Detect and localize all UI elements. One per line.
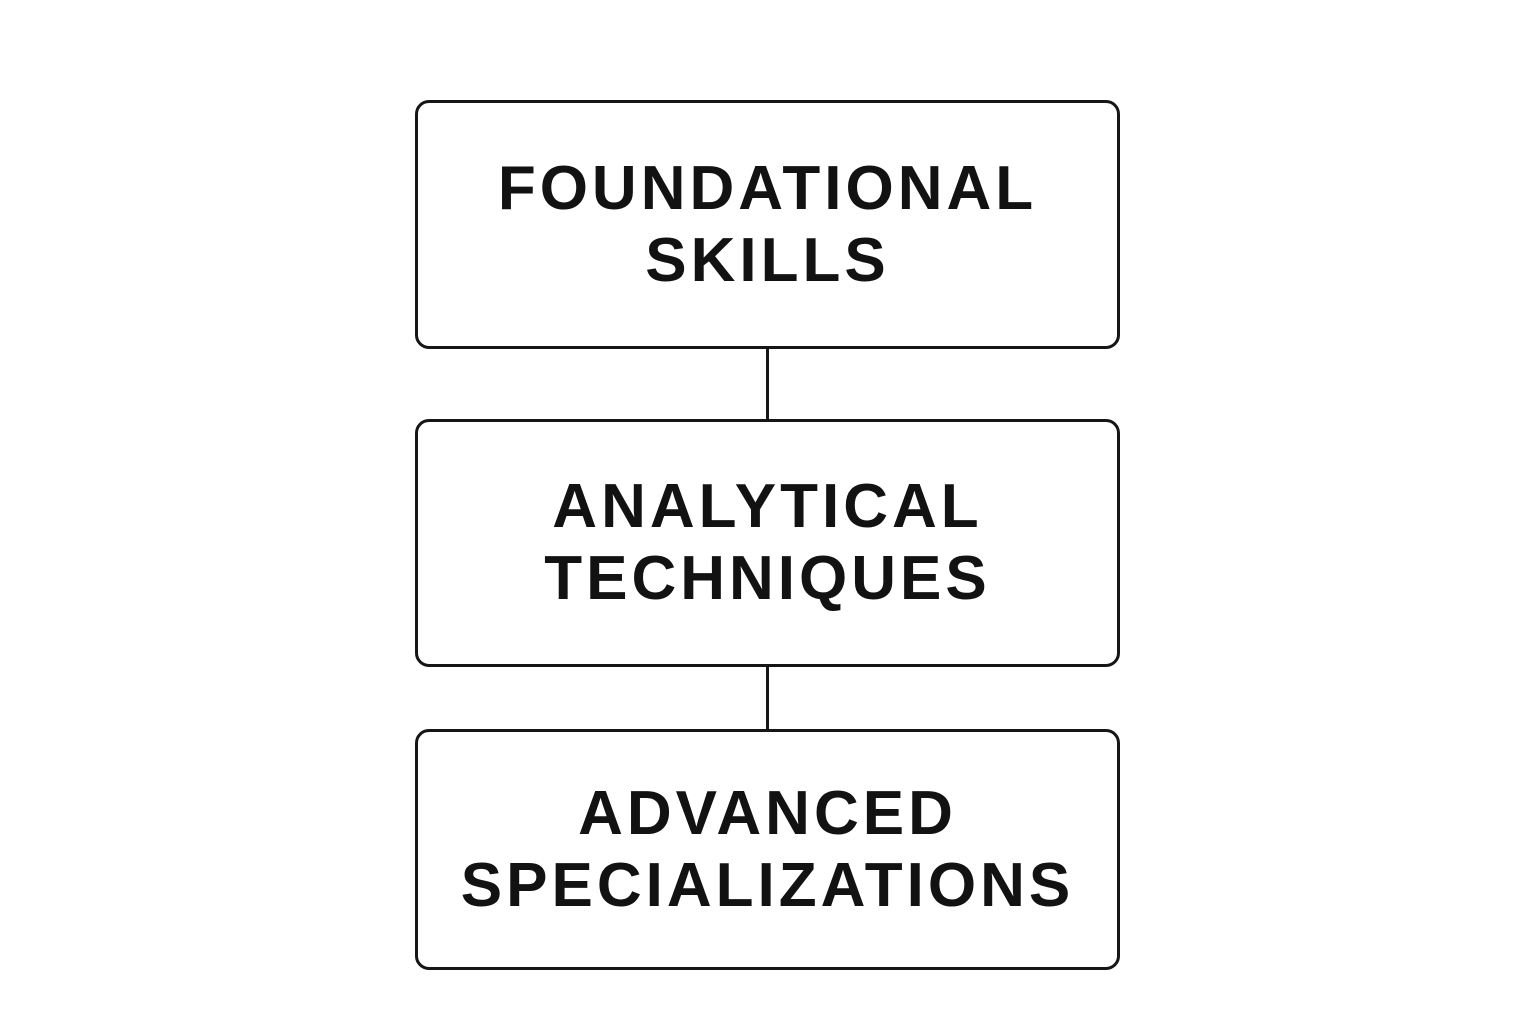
node-label-line: SPECIALIZATIONS: [460, 850, 1075, 920]
node-label-line: ADVANCED: [578, 778, 957, 848]
node-label-line: TECHNIQUES: [544, 544, 991, 613]
node-label-line: FOUNDATIONAL: [497, 153, 1038, 223]
connector-line: [766, 667, 769, 729]
connector-line: [766, 349, 769, 419]
node-label-line: ANALYTICAL: [552, 472, 983, 541]
node-label-line: SKILLS: [645, 225, 890, 295]
node-analytical-techniques: ANALYTICAL TECHNIQUES: [415, 419, 1120, 667]
node-advanced-specializations: ADVANCED SPECIALIZATIONS: [415, 729, 1120, 970]
node-foundational-skills: FOUNDATIONAL SKILLS: [415, 100, 1120, 349]
